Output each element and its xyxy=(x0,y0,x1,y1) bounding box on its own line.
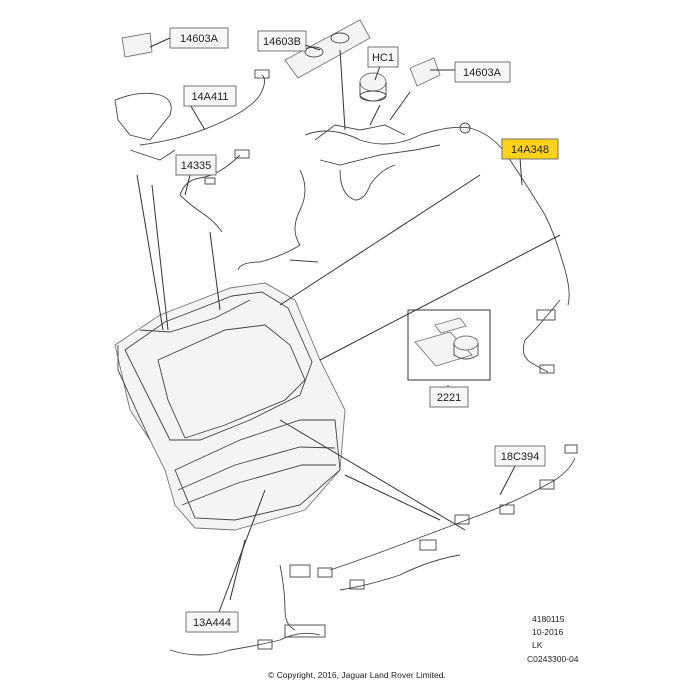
svg-text:14A411: 14A411 xyxy=(191,91,228,103)
callout-14a348: 14A348 xyxy=(501,138,559,160)
svg-text:13A444: 13A444 xyxy=(193,617,231,629)
footer-block: 4180115 10-2016 LK © Copyright, 2016, Ja… xyxy=(268,614,579,680)
kit-2221-box xyxy=(407,309,491,381)
callout-14335: 14335 xyxy=(175,154,217,176)
drawing-code: C0243300-04 xyxy=(527,654,579,664)
copyright: © Copyright, 2016, Jaguar Land Rover Lim… xyxy=(268,670,446,680)
drawing-date: 10-2016 xyxy=(532,627,563,637)
ref-number: 4180115 xyxy=(532,614,565,624)
svg-text:14A348: 14A348 xyxy=(511,144,549,156)
callout-14a411: 14A411 xyxy=(183,85,237,107)
tailgate-assembly xyxy=(114,282,346,531)
region-code: LK xyxy=(532,640,543,650)
svg-text:2221: 2221 xyxy=(437,392,461,404)
plate-14603b xyxy=(284,19,371,79)
svg-text:18C394: 18C394 xyxy=(501,451,540,463)
svg-text:14335: 14335 xyxy=(181,160,212,172)
callout-18c394: 18C394 xyxy=(494,445,546,467)
svg-text:14603B: 14603B xyxy=(263,36,301,48)
svg-text:HC1: HC1 xyxy=(372,52,394,64)
svg-text:14603A: 14603A xyxy=(463,67,502,79)
harness-18c394 xyxy=(329,444,578,591)
callout-14603b: 14603B xyxy=(257,30,307,52)
callout-14603a-right: 14603A xyxy=(454,61,511,83)
cap-hc1 xyxy=(359,72,387,102)
callout-2221: 2221 xyxy=(429,386,469,408)
harness-13a444 xyxy=(169,564,333,656)
pad-14603a-right xyxy=(409,57,441,87)
callout-14603a-left: 14603A xyxy=(169,27,229,49)
callout-hc1: HC1 xyxy=(367,46,399,68)
svg-text:14603A: 14603A xyxy=(180,33,219,45)
pad-14603a-left xyxy=(121,32,153,58)
callout-13a444: 13A444 xyxy=(185,611,239,633)
harness-14a411 xyxy=(114,69,270,161)
harness-14a348 xyxy=(237,122,570,374)
